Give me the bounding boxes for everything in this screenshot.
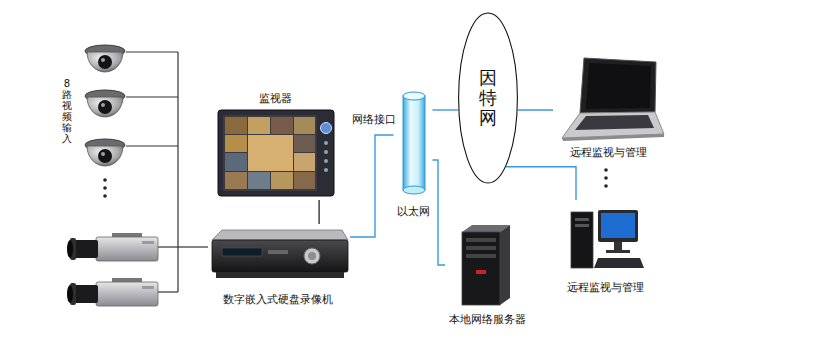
server-node: 本地网络服务器 <box>445 222 529 326</box>
monitor-illustration <box>218 110 334 196</box>
network-line <box>433 109 459 110</box>
box-camera <box>67 278 158 306</box>
dvr-illustration <box>212 230 348 278</box>
node-label: 数字嵌入式硬盘录像机 <box>223 293 333 306</box>
node-label: 本地网络服务器 <box>449 313 526 326</box>
laptop-illustration <box>562 58 664 141</box>
network-line <box>506 167 576 200</box>
ethernet-cylinder <box>403 92 425 194</box>
ellipsis-dots <box>103 178 107 198</box>
node-label: 远程监视与管理 <box>570 146 647 159</box>
network-line <box>433 160 446 265</box>
node-label: 远程监视与管理 <box>567 281 644 294</box>
server-illustration <box>462 225 510 305</box>
dvr-node: 数字嵌入式硬盘录像机 <box>205 224 350 306</box>
video-cable <box>318 200 319 224</box>
desktop-node: 远程监视与管理 <box>563 200 647 294</box>
node-label: 监视器 <box>259 92 292 105</box>
ethernet-node: 以太网 <box>394 88 433 218</box>
network-line <box>518 109 553 110</box>
monitor-node: 监视器 <box>212 92 338 200</box>
dome-camera <box>85 45 125 72</box>
ellipsis-dots <box>604 168 608 188</box>
box-camera <box>67 233 158 261</box>
node-label: 因特网 <box>479 68 497 127</box>
network-line <box>350 135 394 237</box>
input-label: 8路视频输入 <box>62 78 72 144</box>
node-label: 以太网 <box>397 205 430 218</box>
laptop-node: 远程监视与管理 <box>553 55 663 159</box>
interface-label: 网络接口 <box>351 113 397 127</box>
internet-ellipse: 因特网 <box>458 12 518 184</box>
dome-camera <box>85 90 125 117</box>
desktop-illustration <box>571 210 644 268</box>
dome-camera <box>85 139 125 166</box>
